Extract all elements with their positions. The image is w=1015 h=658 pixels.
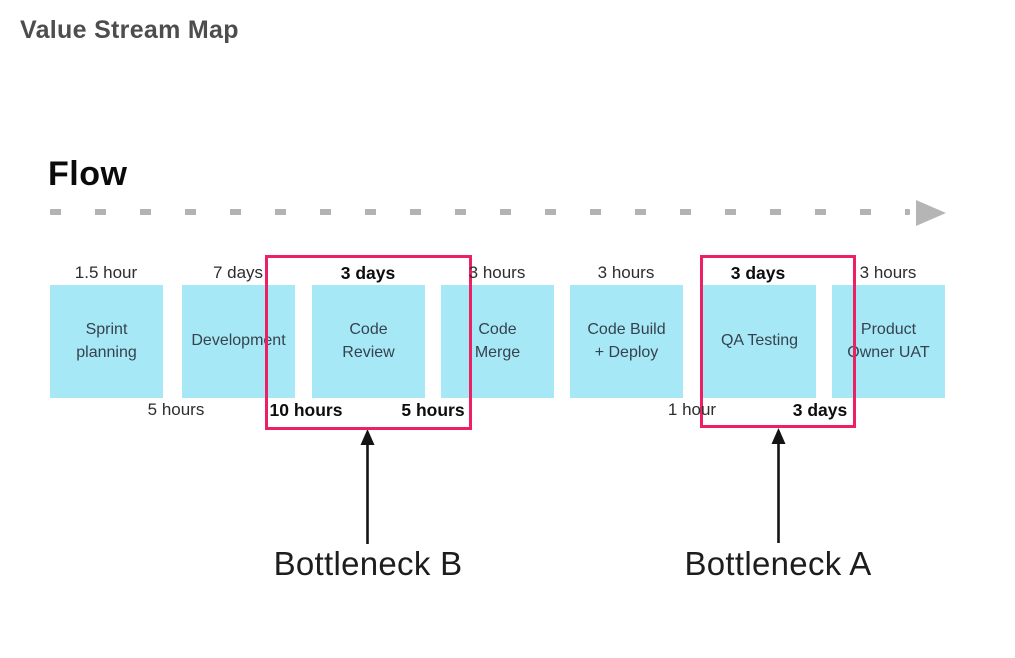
stage-box-development: Development [182, 285, 295, 398]
stage-label: QA Testing [720, 332, 799, 350]
page-title: Value Stream Map [20, 16, 239, 44]
cycle-time-label-build-deploy: 3 hours [597, 263, 655, 282]
stage-box-code-merge: Code Merge [441, 285, 554, 398]
bottleneck-b-highlight-rect [265, 255, 472, 430]
cycle-time-label-owner-uat: 3 hours [859, 263, 917, 282]
bottleneck-a-label: Bottleneck A [684, 545, 872, 582]
wait-time-label-1: 5 hours [147, 400, 205, 419]
wait-time-label-3: 5 hours [401, 400, 465, 420]
stage-box-code-build-deploy: Code Build + Deploy [570, 285, 683, 398]
stage-label: Code Review [342, 321, 395, 361]
cycle-time-label-development: 7 days [212, 263, 264, 282]
cycle-time-label-qa-testing: 3 days [730, 263, 786, 283]
stage-box-sprint-planning: Sprint planning [50, 285, 163, 398]
wait-time-label-4: 1 hour [667, 400, 717, 419]
flow-arrowhead-icon [916, 200, 946, 226]
cycle-time-label-code-merge: 3 hours [468, 263, 526, 282]
bottleneck-a-up-arrow-icon [771, 428, 786, 543]
bottleneck-b-label: Bottleneck B [273, 545, 463, 582]
stage-label: Product Owner UAT [847, 321, 930, 361]
cycle-time-label-code-review: 3 days [340, 263, 396, 283]
stage-box-qa-testing: QA Testing [703, 285, 816, 398]
cycle-time-label-sprint-planning: 1.5 hour [74, 263, 138, 282]
flow-dashed-line [50, 209, 910, 215]
bottleneck-b-up-arrow-icon [360, 429, 375, 544]
stage-label: Sprint planning [76, 321, 137, 361]
stage-box-code-review: Code Review [312, 285, 425, 398]
bottleneck-a-highlight-rect [700, 255, 856, 428]
stage-label: Code Merge [474, 321, 521, 361]
wait-time-label-2: 10 hours [269, 400, 343, 420]
flow-heading: Flow [48, 155, 128, 193]
stage-label: Development [191, 332, 286, 350]
wait-time-label-5: 3 days [792, 400, 848, 420]
stage-label: Code Build + Deploy [587, 321, 666, 361]
stage-box-product-owner-uat: Product Owner UAT [832, 285, 945, 398]
